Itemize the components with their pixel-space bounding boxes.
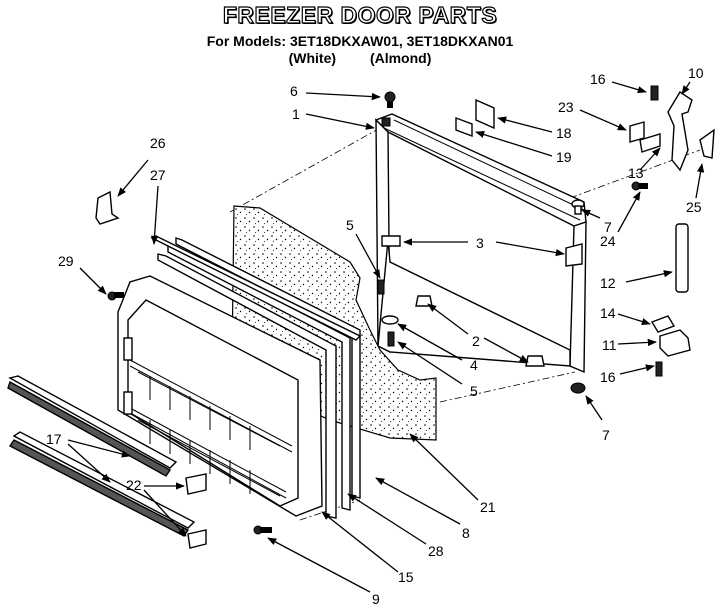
- callout-6: 6: [290, 83, 298, 99]
- callout-9: 9: [372, 591, 380, 607]
- callout-23: 23: [558, 99, 574, 115]
- leader-lines: [67, 81, 705, 593]
- callout-11: 11: [602, 337, 617, 353]
- callout-25: 25: [686, 199, 702, 215]
- plate-19-part: [455, 116, 473, 138]
- page-title: FREEZER DOOR PARTS: [222, 1, 498, 28]
- top-screw-part: [384, 91, 396, 108]
- callout-3: 3: [476, 235, 484, 251]
- bracket-26-part: [95, 190, 120, 225]
- callout-7-lower: 7: [602, 427, 610, 443]
- callout-16-top: 16: [590, 71, 606, 87]
- callout-18: 18: [556, 125, 572, 141]
- screw-9-part: [253, 525, 272, 535]
- plate-18-part: [475, 98, 495, 130]
- inner-door-liner: [117, 275, 323, 517]
- color-almond-label: (Almond): [369, 50, 432, 66]
- callout-13: 13: [628, 165, 644, 181]
- callout-22: 22: [126, 477, 142, 493]
- callout-15: 15: [398, 569, 414, 585]
- shelf-end-caps: [185, 473, 207, 549]
- callout-24: 24: [600, 233, 616, 249]
- callout-28: 28: [428, 543, 444, 559]
- model-numbers: For Models: 3ET18DKXAW01, 3ET18DKXAN01: [206, 33, 514, 49]
- callout-10: 10: [688, 65, 704, 81]
- callout-19: 19: [556, 149, 572, 165]
- callout-labels: 6 1 18 19 16 10 23 26 27 13 25 5 7 3 24 …: [46, 65, 704, 607]
- callout-7-upper: 7: [604, 219, 612, 235]
- callout-21: 21: [480, 499, 496, 515]
- callout-1: 1: [292, 106, 300, 122]
- callout-5-upper: 5: [346, 217, 354, 233]
- bottom-hinge-assembly: [650, 315, 691, 377]
- callout-16-bottom: 16: [600, 369, 616, 385]
- callout-8: 8: [462, 525, 470, 541]
- frame-corner-hole: [381, 117, 391, 127]
- callout-12: 12: [600, 275, 616, 291]
- callout-4: 4: [470, 357, 478, 373]
- door-handle-part: [675, 223, 689, 293]
- hinge-brackets: [381, 235, 583, 267]
- callout-29: 29: [58, 253, 74, 269]
- screw-29-part: [107, 291, 124, 301]
- color-white-label: (White): [288, 50, 337, 66]
- callout-5-lower: 5: [470, 383, 478, 399]
- door-panel-layers: [150, 235, 362, 519]
- callout-14: 14: [600, 305, 616, 321]
- callout-2: 2: [472, 333, 480, 349]
- callout-27: 27: [150, 167, 166, 183]
- callout-17: 17: [46, 431, 62, 447]
- color-variants: (White) (Almond): [0, 50, 720, 66]
- callout-26: 26: [150, 135, 166, 151]
